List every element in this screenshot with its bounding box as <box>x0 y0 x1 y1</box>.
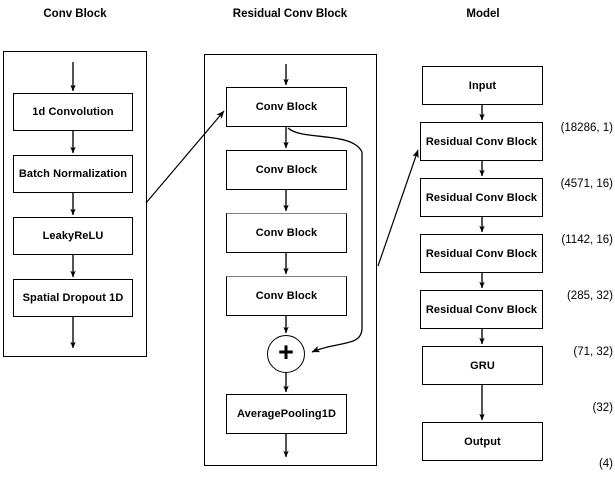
shape-label-rcb2: (1142, 16) <box>561 234 613 246</box>
column-title-model: Model <box>466 8 500 20</box>
node-conv-block-3[interactable]: Conv Block <box>226 213 347 253</box>
shape-label-rcb1: (4571, 16) <box>560 178 613 190</box>
shape-label-input: (18286, 1) <box>560 122 613 134</box>
node-average-pooling-1d[interactable]: AveragePooling1D <box>226 394 347 434</box>
node-residual-conv-block-3[interactable]: Residual Conv Block <box>420 234 543 273</box>
conv-block-panel <box>3 51 147 357</box>
node-conv-block-4[interactable]: Conv Block <box>226 276 347 316</box>
node-gru[interactable]: GRU <box>422 346 543 385</box>
plus-icon: + <box>278 336 294 367</box>
node-residual-conv-block-1[interactable]: Residual Conv Block <box>420 122 543 161</box>
residual-block-expansion-arrow <box>377 149 419 267</box>
node-conv-block-1[interactable]: Conv Block <box>226 87 347 127</box>
node-batch-normalization[interactable]: Batch Normalization <box>13 155 133 193</box>
node-output[interactable]: Output <box>422 422 543 461</box>
node-residual-conv-block-4[interactable]: Residual Conv Block <box>420 290 543 329</box>
column-title-conv-block: Conv Block <box>43 8 107 20</box>
column-title-residual-conv-block: Residual Conv Block <box>232 8 348 20</box>
node-input[interactable]: Input <box>422 66 543 105</box>
node-leakyrelu[interactable]: LeakyReLU <box>13 217 133 255</box>
node-conv-block-2[interactable]: Conv Block <box>226 150 347 190</box>
shape-label-rcb3: (285, 32) <box>566 290 613 302</box>
node-residual-conv-block-2[interactable]: Residual Conv Block <box>420 178 543 217</box>
shape-label-rcb4: (71, 32) <box>573 346 613 358</box>
residual-add-node[interactable]: + <box>267 335 305 373</box>
node-1d-convolution[interactable]: 1d Convolution <box>13 93 133 131</box>
node-spatial-dropout-1d[interactable]: Spatial Dropout 1D <box>13 279 133 317</box>
residual-conv-block-panel <box>204 54 377 466</box>
shape-label-output: (4) <box>598 458 613 470</box>
shape-label-gru: (32) <box>592 402 613 414</box>
